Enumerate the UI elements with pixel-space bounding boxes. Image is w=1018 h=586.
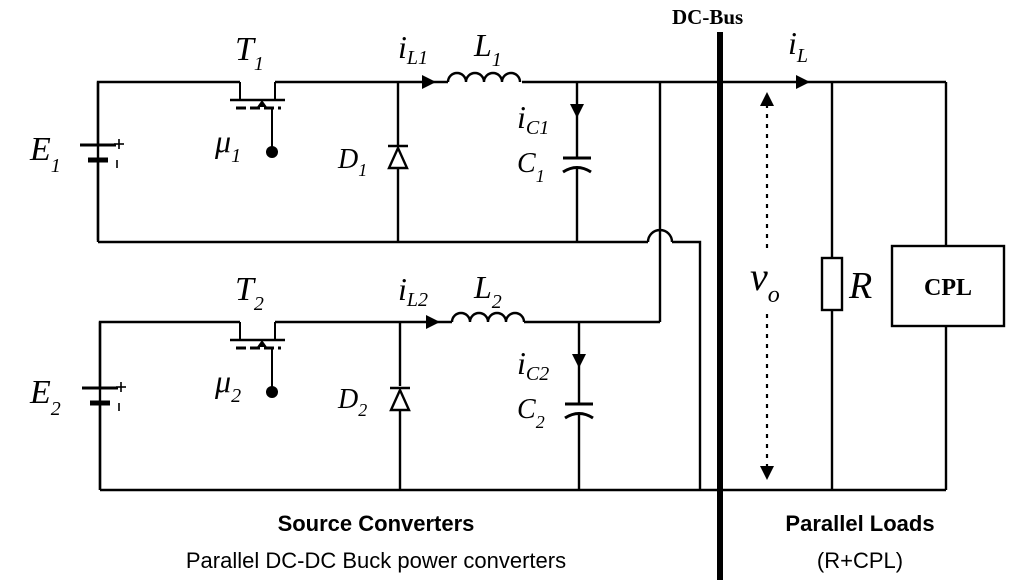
c2-cap-current-arrow [572,354,586,368]
vo-label: vo [750,254,780,308]
right-caption-subtitle: (R+CPL) [817,548,903,573]
d2-label: D2 [337,384,367,420]
c1-left-rail [96,80,240,240]
c2-label: C2 [517,394,545,432]
l1-label: L1 [473,27,502,71]
il-label: iL [788,25,808,67]
left-caption-subtitle: Parallel DC-DC Buck power converters [186,548,566,573]
converter-1 [80,71,720,490]
c2-left-rail [98,320,240,490]
c1-label: C1 [517,148,545,186]
resistor-label: R [848,265,872,307]
dc-bus-label: DC-Bus [672,5,743,29]
right-caption-title: Parallel Loads [785,511,934,536]
c1-inductor-current-arrow [422,75,436,89]
cpl-label: CPL [924,275,972,301]
battery-e1 [80,82,124,242]
capacitor-c2 [564,322,594,490]
battery-e2 [82,322,126,490]
output-voltage-indicator [748,92,788,480]
resistor-r [820,82,844,490]
capacitor-c1 [562,82,592,242]
mu2-label: μ2 [214,363,241,407]
cpl-block [890,82,1006,490]
e2-label: E2 [29,374,61,420]
t1-label: T1 [235,31,264,75]
switch-t2 [230,322,285,398]
c2-inductor-current-arrow [426,315,440,329]
switch-t1 [230,82,285,158]
left-caption-title: Source Converters [278,511,475,536]
diode-d2 [389,322,411,490]
inductor-l2 [450,311,526,323]
c1-cap-current-arrow [570,104,584,118]
load-section [720,75,1006,492]
mu1-label: μ1 [214,123,241,167]
t2-label: T2 [235,271,264,315]
inductor-l1 [446,71,522,83]
load-current-arrow [796,75,810,89]
e1-label: E1 [29,131,61,177]
d1-label: D1 [337,144,367,180]
l2-label: L2 [473,269,502,313]
diode-d1 [387,82,409,242]
ic1-label: iC1 [517,99,549,139]
converter-2 [82,311,720,492]
il2-label: iL2 [398,271,428,311]
c1-return-wire [672,240,702,490]
ic2-label: iC2 [517,345,549,385]
il1-label: iL1 [398,29,428,69]
